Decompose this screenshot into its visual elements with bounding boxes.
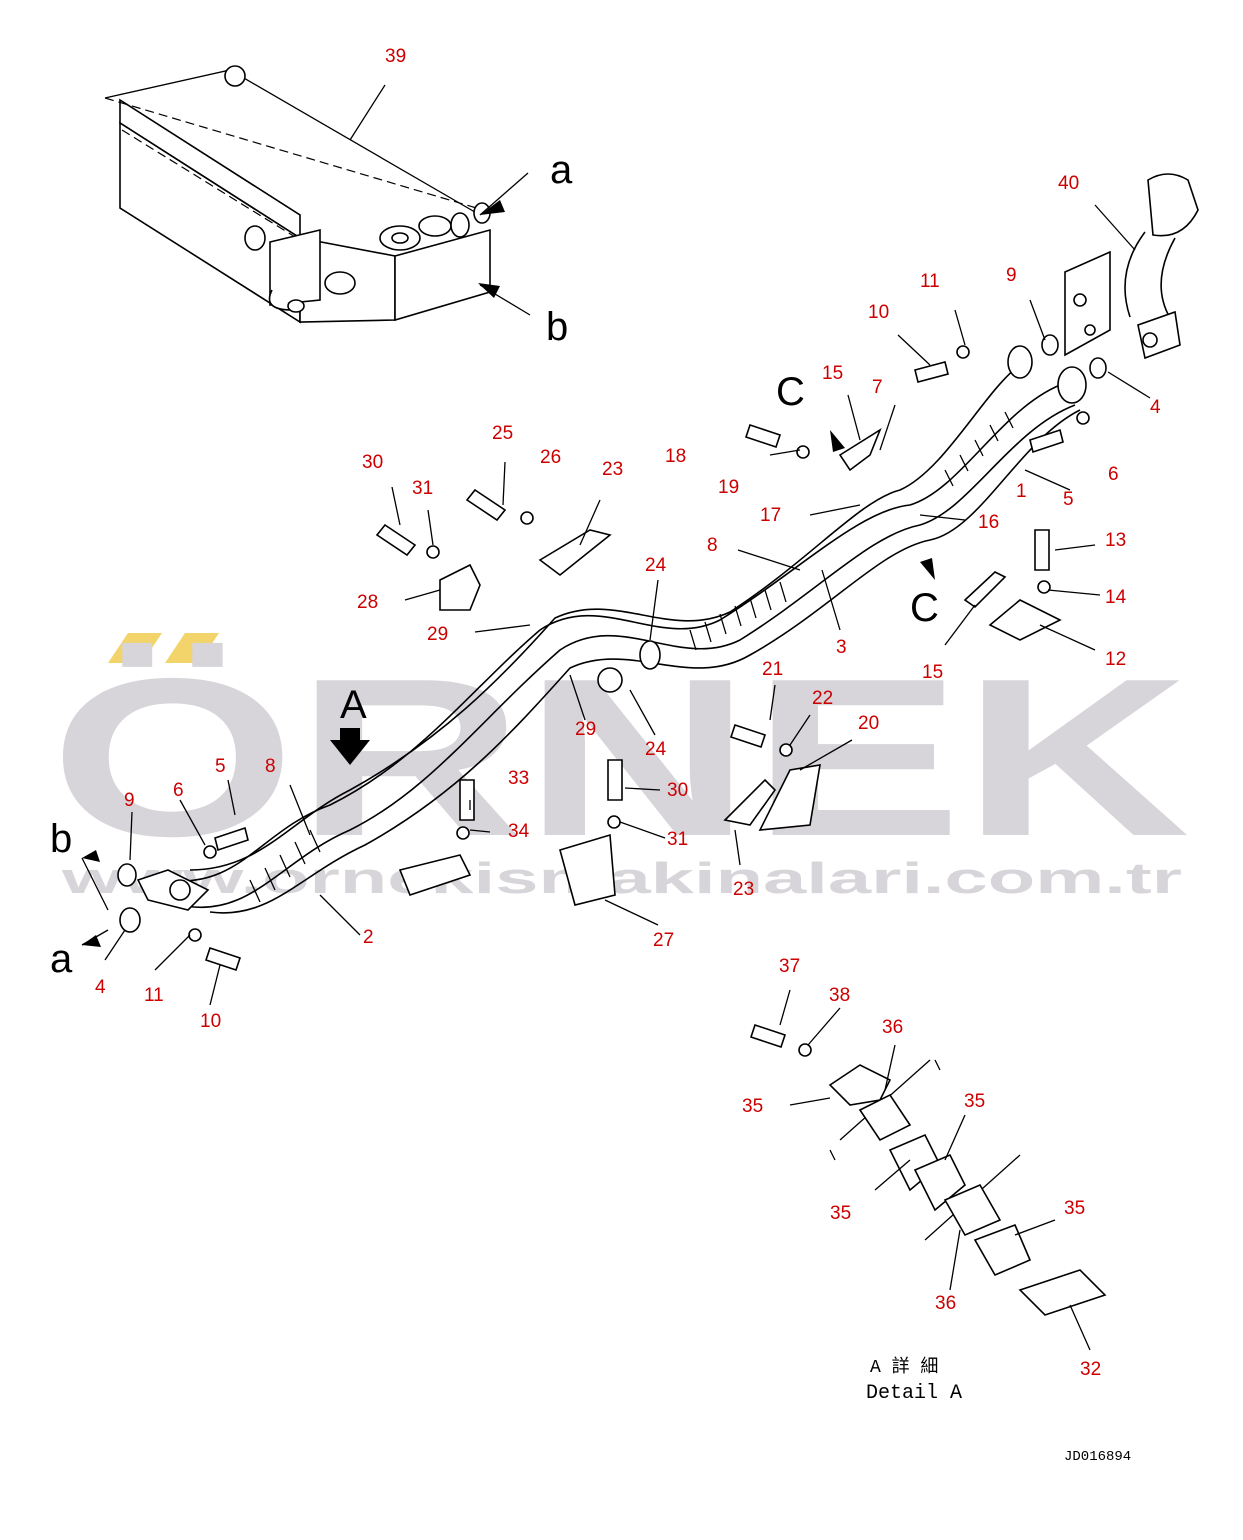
letter-b-left: b xyxy=(50,817,72,861)
callout-number: 23 xyxy=(733,879,754,900)
callout-number: 35 xyxy=(830,1203,851,1224)
callout-number: 38 xyxy=(829,985,850,1006)
watermark-url: www.ornekismakinalari.com.tr xyxy=(60,854,1182,903)
callout-number: 30 xyxy=(667,780,688,801)
callout-number: 15 xyxy=(822,363,843,384)
callout-number: 34 xyxy=(508,821,530,842)
right-bracket xyxy=(1064,173,1199,360)
callout-number: 9 xyxy=(124,790,135,811)
hose-bundle xyxy=(136,345,1087,914)
callout-number: 27 xyxy=(653,930,674,951)
callout-number: 24 xyxy=(645,555,667,576)
drawing-code: JD016894 xyxy=(1064,1449,1131,1465)
callout-number: 9 xyxy=(1006,265,1017,286)
callout-number: 1 xyxy=(1016,481,1027,502)
view-arrow-icon xyxy=(330,728,370,765)
callout-numbers: 39 40 11 9 10 4 15 7 18 19 5 6 1 17 16 1… xyxy=(95,46,1161,1380)
callout-number: 26 xyxy=(540,447,561,468)
callout-number: 7 xyxy=(872,377,883,398)
callout-number: 25 xyxy=(492,423,513,444)
callout-number: 22 xyxy=(812,688,833,709)
callout-number: 17 xyxy=(760,505,781,526)
callout-number: 16 xyxy=(978,512,999,533)
callout-number: 12 xyxy=(1105,649,1126,670)
callout-number: 32 xyxy=(1080,1359,1101,1380)
callout-number: 24 xyxy=(645,739,667,760)
leader-lines xyxy=(81,84,1151,1351)
callout-number: 4 xyxy=(95,977,106,998)
callout-number: 10 xyxy=(200,1011,221,1032)
callout-number: 28 xyxy=(357,592,378,613)
callout-number: 19 xyxy=(718,477,739,498)
callout-number: 37 xyxy=(779,956,800,977)
callout-number: 6 xyxy=(1108,464,1119,485)
callout-number: 20 xyxy=(858,713,879,734)
callout-number: 35 xyxy=(742,1096,763,1117)
letter-a-left: a xyxy=(50,937,73,981)
letter-b-top: b xyxy=(546,305,568,349)
callout-number: 35 xyxy=(1064,1198,1085,1219)
callout-number: 15 xyxy=(922,662,943,683)
callout-number: 10 xyxy=(868,302,889,323)
callout-number: 5 xyxy=(215,756,226,777)
letter-c-lower: C xyxy=(910,586,939,630)
callout-number: 36 xyxy=(935,1293,956,1314)
callout-number: 11 xyxy=(920,271,940,292)
callout-number: 3 xyxy=(836,637,847,658)
callout-number: 14 xyxy=(1105,587,1127,608)
callout-number: 5 xyxy=(1063,489,1074,510)
callout-number: 29 xyxy=(427,624,448,645)
callout-number: 31 xyxy=(412,478,433,499)
callout-number: 6 xyxy=(173,780,184,801)
letter-a-view: A xyxy=(340,683,367,727)
callout-number: 23 xyxy=(602,459,623,480)
letter-c-upper: C xyxy=(776,370,805,414)
detail-a xyxy=(749,1023,1107,1316)
direction-letters: a b C C A b a xyxy=(50,148,939,981)
callout-number: 2 xyxy=(363,927,374,948)
callout-number: 13 xyxy=(1105,530,1126,551)
hardware xyxy=(117,334,1107,972)
callout-number: 35 xyxy=(964,1091,985,1112)
tank-assembly xyxy=(104,65,491,324)
callout-number: 11 xyxy=(144,985,164,1006)
callout-number: 30 xyxy=(362,452,383,473)
callout-number: 8 xyxy=(707,535,718,556)
callout-number: 21 xyxy=(762,659,783,680)
callout-number: 8 xyxy=(265,756,276,777)
letter-a-top: a xyxy=(550,148,573,192)
watermark-accent-right xyxy=(165,633,219,663)
detail-caption-en: Detail A xyxy=(866,1382,962,1405)
direction-arrows xyxy=(82,200,935,947)
callout-number: 36 xyxy=(882,1017,903,1038)
callout-number: 39 xyxy=(385,46,406,67)
detail-caption-jp: A 詳 細 xyxy=(870,1356,938,1378)
watermark-accent-left xyxy=(108,633,162,663)
callout-number: 4 xyxy=(1150,397,1161,418)
callout-number: 33 xyxy=(508,768,529,789)
callout-number: 31 xyxy=(667,829,688,850)
callout-number: 40 xyxy=(1058,173,1079,194)
callout-number: 18 xyxy=(665,446,686,467)
callout-number: 29 xyxy=(575,719,596,740)
